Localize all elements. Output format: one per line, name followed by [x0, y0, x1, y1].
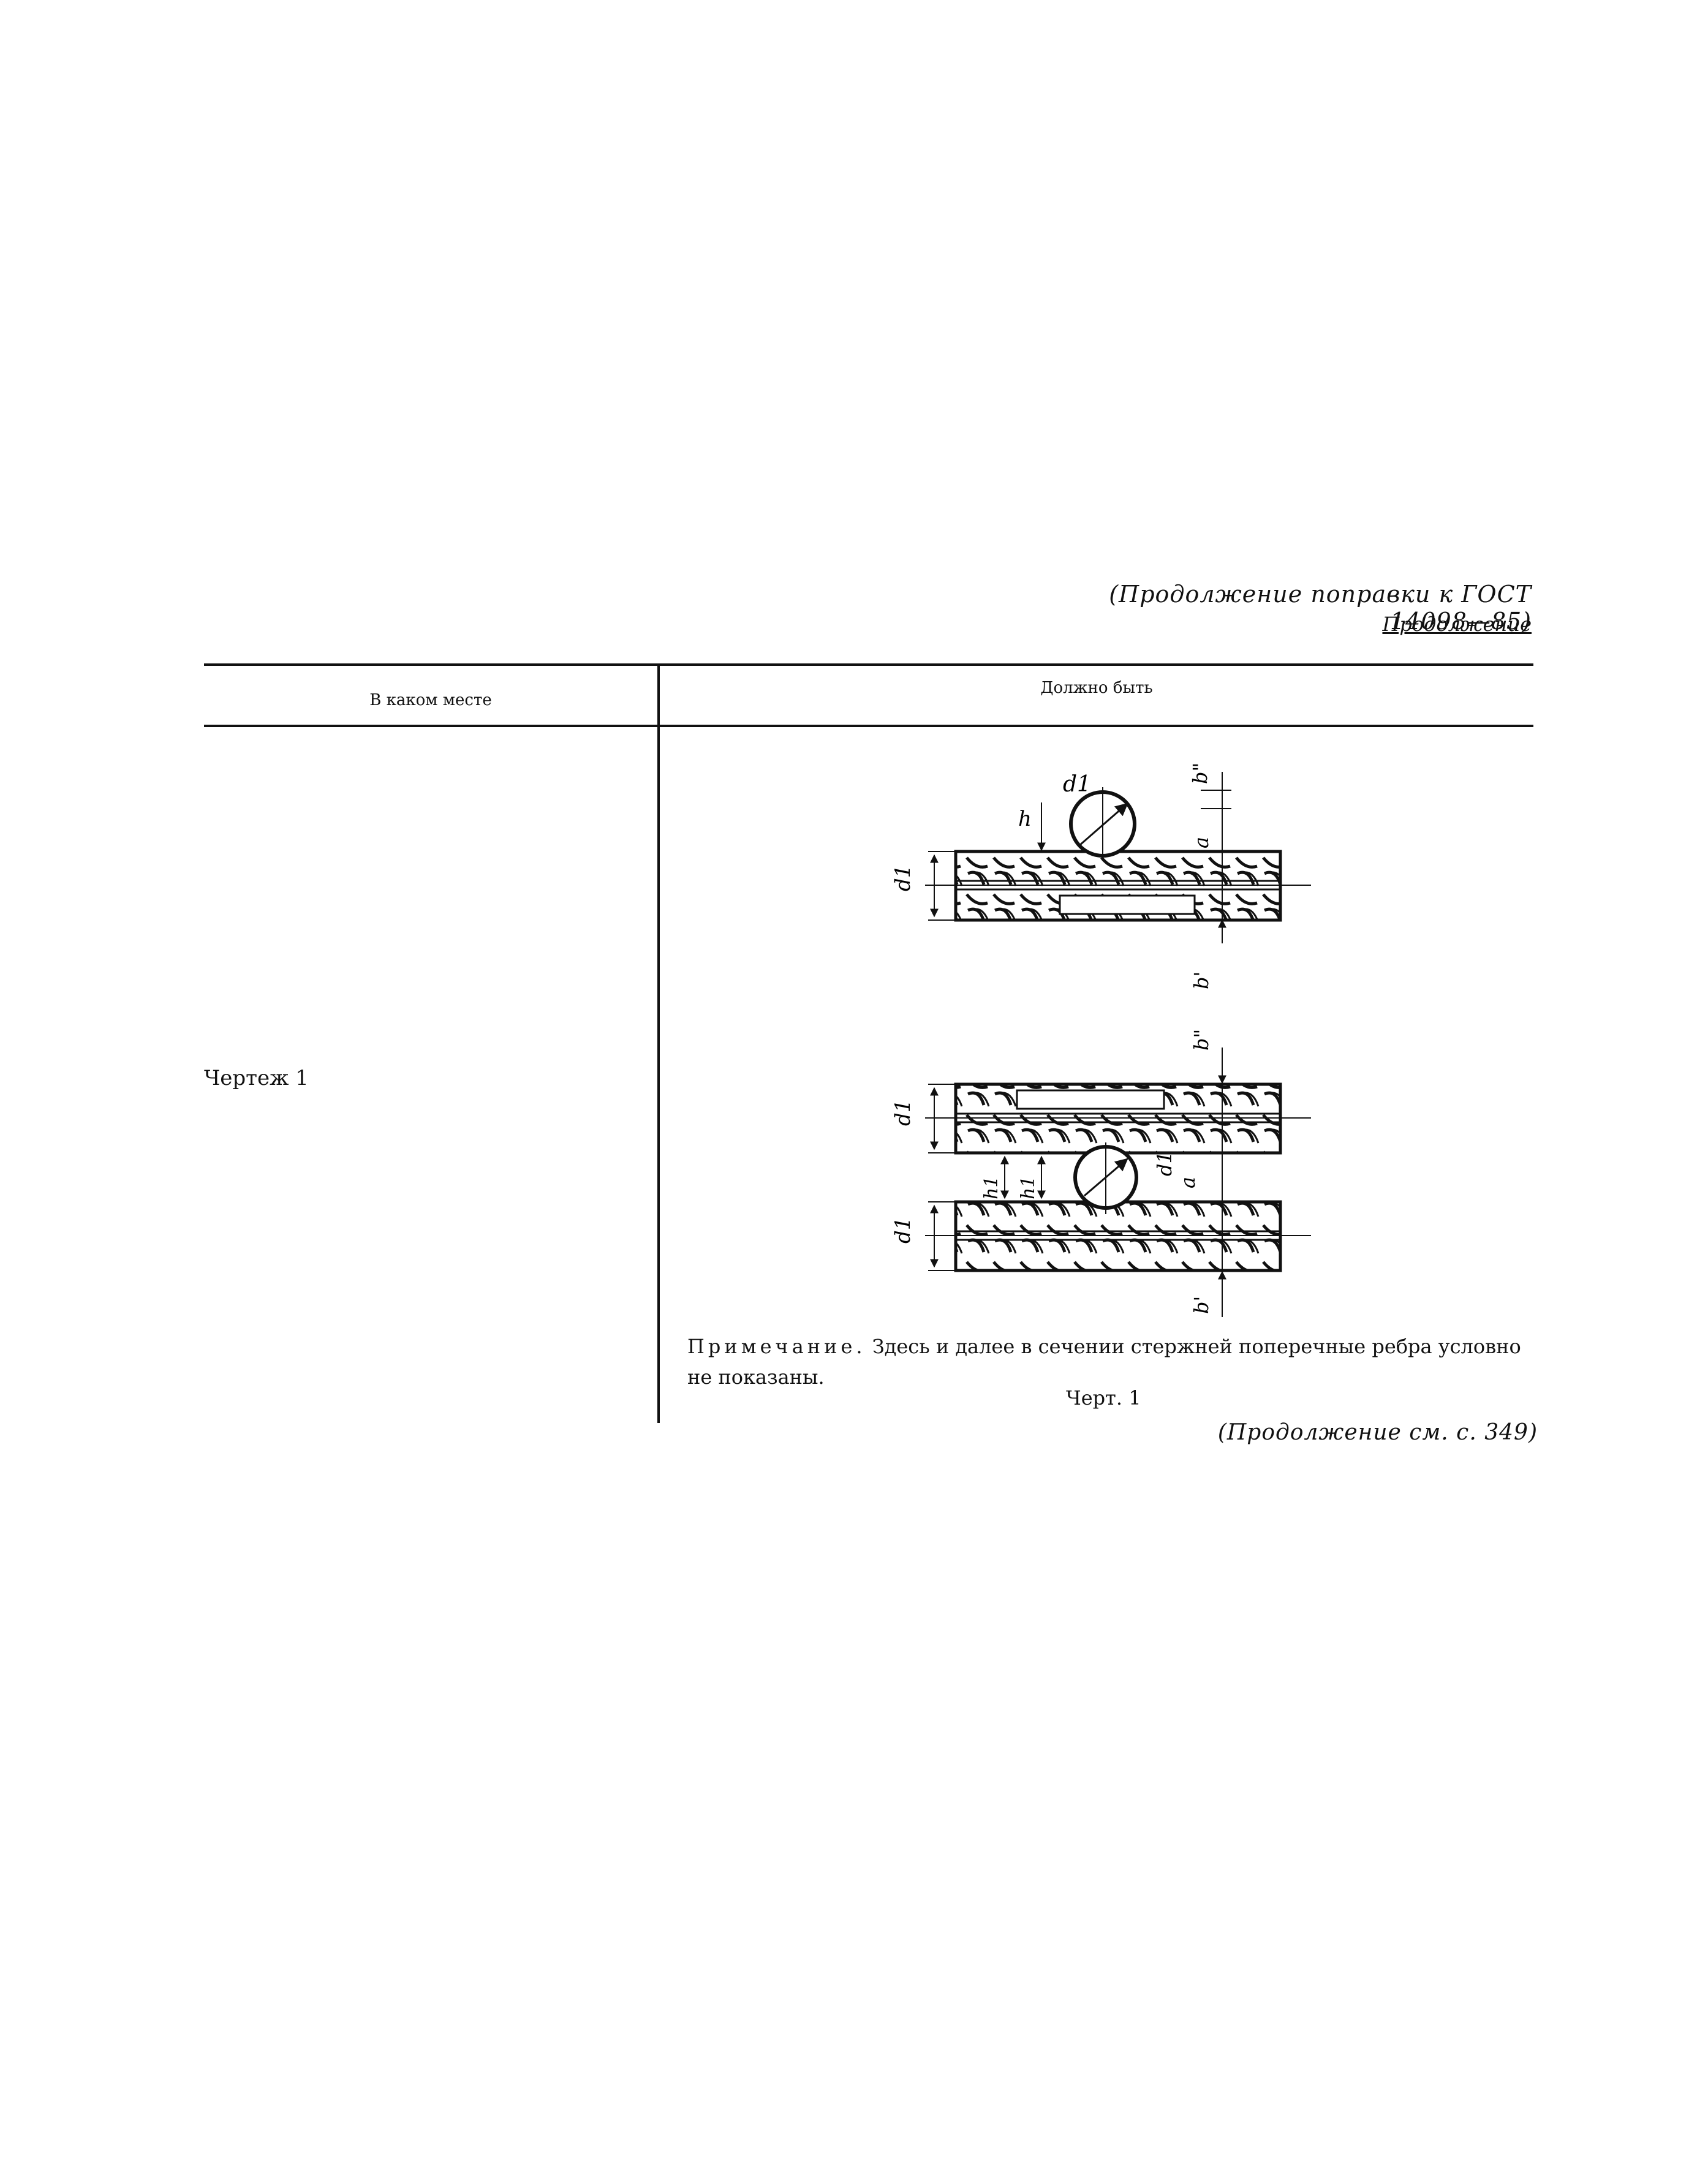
- figure-caption: Черт. 1: [1066, 1386, 1141, 1410]
- continued-footer: (Продолжение см. с. 349): [1217, 1420, 1538, 1445]
- table-header-rule: [204, 725, 1533, 727]
- bottom-view: d1 d1 h1 h1 d1 a b" b': [891, 1029, 1311, 1317]
- bottom-b-double-label: b": [1190, 1029, 1213, 1051]
- top-a-label: a: [1190, 837, 1213, 848]
- continuation-header: (Продолжение поправки к ГОСТ 14098—85): [1109, 581, 1532, 635]
- top-b-double-label: b": [1188, 763, 1212, 784]
- bottom-d1-circle-label: d1: [1153, 1151, 1176, 1176]
- table-top-rule: [204, 663, 1533, 666]
- column-header-location: В каком месте: [369, 691, 492, 709]
- top-view: d1 h d1 b" a b': [891, 763, 1311, 989]
- bottom-d1-lower-label: d1: [891, 1217, 915, 1244]
- table-column-divider: [657, 663, 660, 1423]
- top-b-single-label: b': [1190, 972, 1213, 989]
- row-label: Чертеж 1: [204, 1066, 309, 1090]
- bottom-h1-right-label: h1: [1018, 1176, 1039, 1199]
- column-header-should-be: Должно быть: [1040, 679, 1153, 697]
- figure-note: Примечание. Здесь и далее в сечении стер…: [687, 1331, 1539, 1392]
- top-d1-circle-label: d1: [1063, 772, 1091, 797]
- rebar-drawing: d1 h d1 b" a b' d1: [891, 763, 1311, 1317]
- top-d1-left-label: d1: [891, 865, 915, 891]
- bottom-b-single-label: b': [1190, 1296, 1213, 1314]
- note-prefix: Примечание.: [687, 1335, 866, 1358]
- bottom-h1-left-label: h1: [981, 1176, 1002, 1199]
- bottom-a-label: a: [1176, 1177, 1200, 1188]
- note-text: Здесь и далее в сечении стержней попереч…: [687, 1335, 1521, 1389]
- bottom-d1-upper-label: d1: [891, 1100, 915, 1126]
- top-h-label: h: [1018, 807, 1032, 831]
- continued-label: Продолжение: [1382, 613, 1532, 636]
